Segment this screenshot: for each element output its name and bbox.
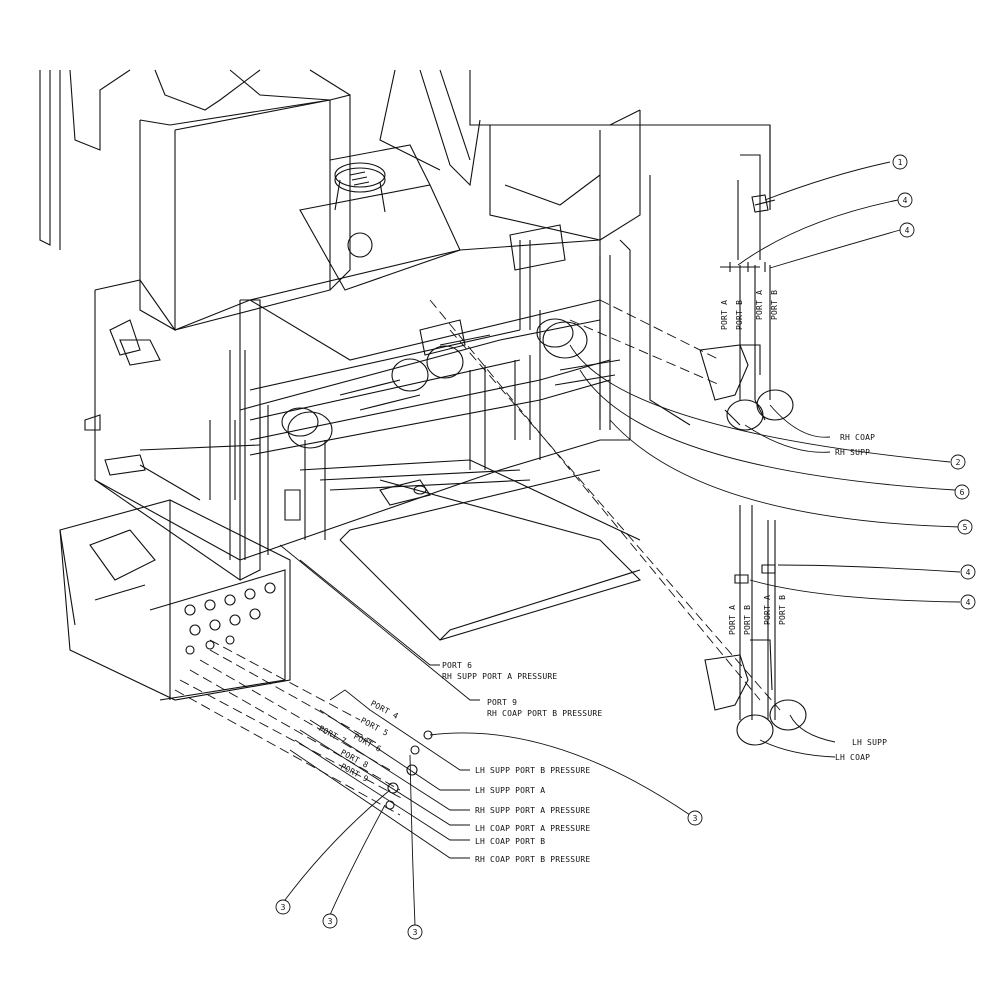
port-9-label: PORT 9 xyxy=(487,698,517,707)
lh-port-b-2: PORT B xyxy=(778,595,787,625)
rh-port-labels: PORT A PORT B PORT A PORT B xyxy=(720,290,779,330)
pressure-labels: LH SUPP PORT B PRESSURE LH SUPP PORT A R… xyxy=(475,766,590,864)
callout-4b-number: 4 xyxy=(905,226,910,235)
callout-6-number: 6 xyxy=(960,488,965,497)
pressure-label-4: LH COAP PORT A PRESSURE xyxy=(475,824,590,833)
callout-3c-number: 3 xyxy=(328,917,333,926)
callout-4d: 4 xyxy=(960,594,976,610)
callout-4d-number: 4 xyxy=(966,598,971,607)
lh-port-b-1: PORT B xyxy=(743,605,752,635)
machine-assembly-drawing xyxy=(39,69,771,701)
rh-port-a-1: PORT A xyxy=(720,300,729,330)
rh-coap-label: RH COAP xyxy=(840,433,875,442)
lh-coap-label: LH COAP xyxy=(835,753,870,762)
callout-3c: 3 xyxy=(322,913,338,929)
callout-2-number: 2 xyxy=(956,458,961,467)
lh-supp-label: LH SUPP xyxy=(852,738,887,747)
panel-port-5: PORT 5 xyxy=(359,716,390,738)
callout-3a-number: 3 xyxy=(693,814,698,823)
callout-4a: 4 xyxy=(897,192,913,208)
lh-port-a-2: PORT A xyxy=(763,595,772,625)
rh-supp-label: RH SUPP xyxy=(835,448,870,457)
port-6-label: PORT 6 xyxy=(442,661,472,670)
hose-routing-lines xyxy=(174,299,781,816)
rh-port-a-2: PORT A xyxy=(755,290,764,320)
lh-port-labels: PORT A PORT B PORT A PORT B xyxy=(728,595,787,635)
port-9-description: RH COAP PORT B PRESSURE xyxy=(487,709,602,718)
callout-1-number: 1 xyxy=(898,158,903,167)
callout-3b: 3 xyxy=(275,899,291,915)
callout-4a-number: 4 xyxy=(903,196,908,205)
rh-port-b-2: PORT B xyxy=(770,290,779,320)
callout-4c: 4 xyxy=(960,564,976,580)
pressure-label-1: LH SUPP PORT B PRESSURE xyxy=(475,766,590,775)
callouts: 1 4 4 2 6 5 4 4 3 3 3 3 xyxy=(275,154,976,940)
callout-5: 5 xyxy=(957,519,973,535)
panel-port-7: PORT 7 xyxy=(317,724,348,746)
callout-1: 1 xyxy=(892,154,908,170)
callout-6: 6 xyxy=(954,484,970,500)
pressure-label-5: LH COAP PORT B xyxy=(475,837,545,846)
callout-3b-number: 3 xyxy=(281,903,286,912)
pressure-label-6: RH COAP PORT B PRESSURE xyxy=(475,855,590,864)
callout-3a: 3 xyxy=(687,810,703,826)
callout-4b: 4 xyxy=(899,222,915,238)
lh-valve-assembly xyxy=(704,505,807,746)
port-6-description: RH SUPP PORT A PRESSURE xyxy=(442,672,557,681)
rh-valve-assembly xyxy=(649,125,794,431)
callout-5-number: 5 xyxy=(963,523,968,532)
callout-4c-number: 4 xyxy=(966,568,971,577)
callout-3d: 3 xyxy=(407,924,423,940)
panel-port-4: PORT 4 xyxy=(369,699,400,721)
lh-port-a-1: PORT A xyxy=(728,605,737,635)
panel-port-labels: PORT 4 PORT 5 PORT 6 PORT 7 PORT 8 PORT … xyxy=(317,699,400,784)
callout-2: 2 xyxy=(950,454,966,470)
pressure-fittings xyxy=(385,730,433,810)
pressure-label-3: RH SUPP PORT A PRESSURE xyxy=(475,806,590,815)
pressure-label-2: LH SUPP PORT A xyxy=(475,786,545,795)
callout-leader-lines xyxy=(279,161,961,926)
rh-port-b-1: PORT B xyxy=(735,300,744,330)
callout-3d-number: 3 xyxy=(413,928,418,937)
